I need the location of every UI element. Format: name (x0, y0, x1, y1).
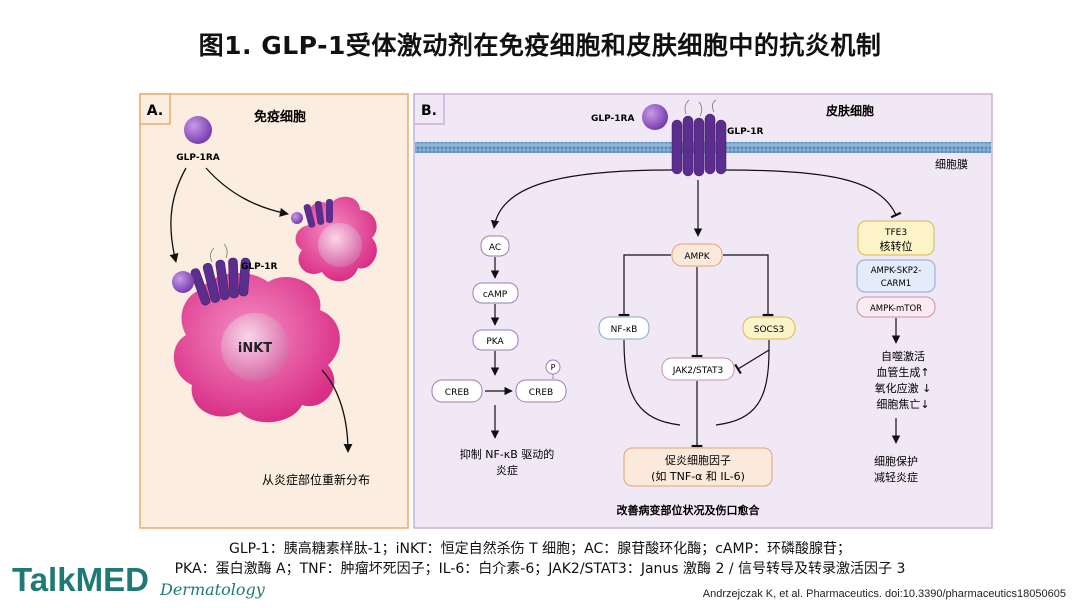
right-outcome-2: 血管生成↑ (876, 365, 929, 379)
skin-ligand-icon (642, 104, 668, 130)
right-final-2: 减轻炎症 (874, 470, 918, 484)
creb-node-1: CREB (431, 379, 483, 403)
ampk-node: AMPK (671, 243, 723, 267)
citation: Andrzejczak K, et al. Pharmaceutics. doi… (702, 588, 1066, 600)
membrane-label: 细胞膜 (935, 158, 968, 171)
svg-text:促炎细胞因子: 促炎细胞因子 (665, 453, 731, 467)
panel-a-ligand-label: GLP-1RA (176, 153, 219, 163)
panel-b-heading: 皮肤细胞 (825, 103, 874, 118)
svg-text:AMPK: AMPK (684, 252, 710, 262)
jak-stat-node: JAK2/STAT3 (661, 357, 735, 381)
panel-a-heading: 免疫细胞 (254, 109, 306, 125)
socs3-node: SOCS3 (742, 316, 796, 340)
svg-text:AMPK-mTOR: AMPK-mTOR (870, 304, 922, 314)
panel-b-bottom-outcome: 改善病变部位状况及伤口愈合 (617, 503, 761, 517)
abbreviations-line2: PKA：蛋白激酶 A；TNF：肿瘤坏死因子；IL-6：白介素-6；JAK2/ST… (174, 561, 906, 577)
svg-text:CARM1: CARM1 (881, 279, 911, 289)
right-outcome-4: 细胞焦亡↓ (876, 397, 929, 411)
right-outcome-3: 氧化应激 ↓ (875, 381, 932, 395)
svg-text:SOCS3: SOCS3 (754, 325, 785, 335)
abbreviations-line1: GLP-1：胰高糖素样肽-1；iNKT：恒定自然杀伤 T 细胞；AC：腺苷酸环化… (228, 541, 852, 557)
panel-b-ligand-label: GLP-1RA (591, 114, 634, 124)
svg-text:PKA: PKA (486, 337, 504, 347)
panel-a-receptor-label: GLP-1R (241, 262, 278, 272)
ampk-skp2-carm1-node: AMPK-SKP2- CARM1 (856, 259, 936, 293)
small-immune-cell (291, 196, 377, 282)
right-final-1: 细胞保护 (874, 454, 918, 468)
svg-text:CREB: CREB (445, 388, 469, 398)
left-outcome-line1: 抑制 NF-κB 驱动的 (460, 447, 555, 461)
left-outcome-line2: 炎症 (496, 463, 518, 477)
brand-subtitle: Dermatology (160, 580, 265, 599)
svg-text:AMPK-SKP2-: AMPK-SKP2- (871, 266, 922, 276)
svg-text:NF-κB: NF-κB (611, 325, 638, 335)
svg-text:cAMP: cAMP (483, 290, 508, 300)
brand-logo: TalkMED (12, 561, 149, 598)
svg-text:JAK2/STAT3: JAK2/STAT3 (672, 366, 724, 376)
svg-text:CREB: CREB (529, 388, 553, 398)
panel-a-outcome: 从炎症部位重新分布 (262, 472, 370, 487)
ac-node: AC (480, 235, 510, 257)
skin-glp1r-receptor-icon (671, 113, 727, 177)
camp-node: cAMP (472, 282, 519, 304)
glp1r-receptor-icon (190, 257, 251, 306)
tfe3-node: TFE3 核转位 (857, 220, 935, 256)
phospho-icon: P (551, 363, 556, 372)
inkt-label: iNKT (238, 341, 272, 356)
svg-text:AC: AC (489, 243, 501, 253)
cytokine-node: 促炎细胞因子 (如 TNF-α 和 IL-6) (623, 447, 773, 487)
svg-text:核转位: 核转位 (880, 239, 913, 253)
ampk-mtor-node: AMPK-mTOR (856, 296, 936, 318)
svg-text:TFE3: TFE3 (884, 228, 907, 238)
panel-b-receptor-label: GLP-1R (727, 127, 764, 137)
ligand-icon (184, 116, 212, 144)
svg-text:(如 TNF-α 和 IL-6): (如 TNF-α 和 IL-6) (651, 469, 745, 483)
figure-title: 图1. GLP-1受体激动剂在免疫细胞和皮肤细胞中的抗炎机制 (198, 31, 882, 60)
inkt-cell: iNKT (173, 272, 340, 423)
bound-ligand-icon (172, 271, 194, 293)
right-outcome-1: 自噬激活 (881, 349, 925, 363)
creb-node-2: CREB P (515, 359, 567, 403)
pka-node: PKA (472, 329, 519, 351)
panel-b-letter: B. (421, 103, 437, 119)
panel-a-letter: A. (147, 103, 163, 119)
nfkb-node: NF-κB (598, 316, 650, 340)
